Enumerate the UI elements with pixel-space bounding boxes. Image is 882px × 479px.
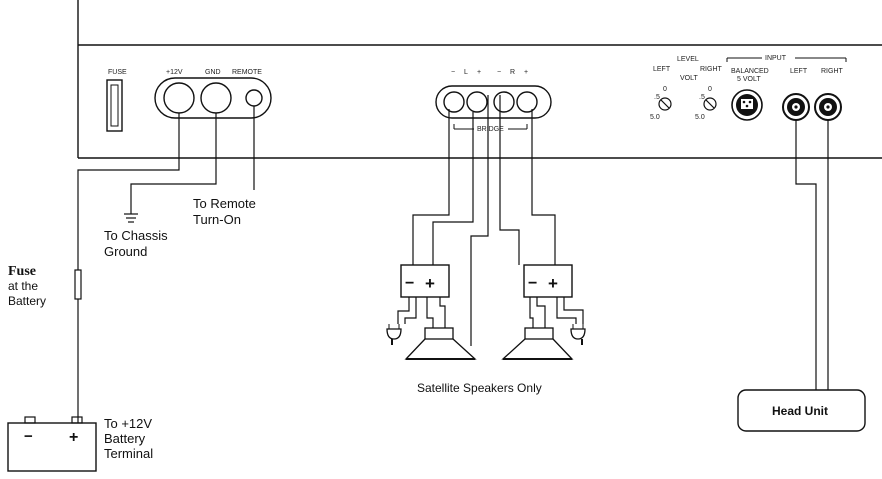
fuse-title: Fuse [8,264,36,279]
power-12v-terminal [163,82,195,114]
speaker-wiring [412,95,556,346]
remote-terminal [245,89,263,107]
chassis-ground-line2: Ground [104,244,147,259]
knob-left-mark-mid: .5 [654,94,660,101]
terminal-label-right: R [510,69,515,76]
crossover-left-plus-icon: + [425,274,435,293]
speaker-terminal-block: − L + − R + BRIDGE [435,69,552,133]
input-wiring [795,120,829,390]
crossover-left-minus-icon: − [405,275,414,292]
battery-line1: To +12V [104,416,152,431]
bridge-label: BRIDGE [477,126,504,133]
speaker-terminal-left-neg [443,91,465,113]
terminal-label-right-neg: − [497,69,501,76]
fuse-line2: at the [8,279,38,293]
input-right-label: RIGHT [821,68,844,75]
head-unit-label: Head Unit [772,404,828,418]
balanced-input-connector[interactable] [731,89,763,121]
speaker-terminal-right-neg [493,91,515,113]
tweeter-right-icon [570,324,586,345]
rca-input-left[interactable] [782,93,810,121]
fuse-annotation: Fuse at the Battery [8,264,46,308]
level-right-label: RIGHT [700,66,723,73]
terminal-label-left-pos: + [477,69,481,76]
remote-label: REMOTE [232,69,262,76]
head-unit: Head Unit [737,389,866,432]
gnd-terminal [200,82,232,114]
level-controls: LEVEL LEFT RIGHT VOLT 0 .5 5.0 0 .5 5.0 [650,56,723,121]
power-terminal-block: +12V GND REMOTE [154,69,272,119]
battery-line3: Terminal [104,446,153,461]
terminal-label-right-pos: + [524,69,528,76]
speaker-terminal-right-pos [516,91,538,113]
terminal-label-left: L [464,69,468,76]
remote-turnon-line1: To Remote [193,196,256,211]
tweeter-left-icon [386,324,402,345]
balanced-sub-label: 5 VOLT [737,76,761,83]
knob-right-mark-mid: .5 [699,94,705,101]
knob-left-mark-bottom: 5.0 [650,114,660,121]
fuse-holder: FUSE [106,69,127,132]
crossover-left: − + [397,264,450,328]
fuse-panel-label: FUSE [108,69,127,76]
battery-minus-icon: − [24,428,33,445]
level-knob-right[interactable]: 0 .5 5.0 [695,86,717,121]
battery: − + [7,416,97,472]
remote-turnon-annotation: To Remote Turn-On [193,196,256,227]
ground-symbol-icon [124,213,138,223]
crossover-right: − + [523,264,584,328]
power-12v-label: +12V [166,69,183,76]
crossover-right-minus-icon: − [528,275,537,292]
terminal-label-left-neg: − [451,69,455,76]
speaker-terminal-left-pos [466,91,488,113]
level-left-label: LEFT [653,66,671,73]
input-section: INPUT BALANCED 5 VOLT LEFT RIGHT [726,55,847,121]
crossover-right-plus-icon: + [548,274,558,293]
amplifier-chassis [77,0,882,159]
chassis-ground-annotation: To Chassis Ground [104,228,168,259]
woofer-left-icon [404,327,477,360]
bridge-bracket: BRIDGE [453,124,528,133]
inline-fuse-symbol [74,269,82,300]
chassis-ground-line1: To Chassis [104,228,168,243]
knob-left-mark-top: 0 [663,86,667,93]
rca-input-right[interactable] [814,93,842,121]
volt-label: VOLT [680,75,698,82]
input-label: INPUT [765,55,787,62]
power-wiring [77,106,255,423]
battery-annotation: To +12V Battery Terminal [104,416,153,461]
level-label: LEVEL [677,56,699,63]
battery-plus-icon: + [69,429,78,446]
gnd-label: GND [205,69,221,76]
satellite-speakers-caption: Satellite Speakers Only [417,381,542,395]
battery-line2: Battery [104,431,146,446]
level-knob-left[interactable]: 0 .5 5.0 [650,86,672,121]
knob-right-mark-top: 0 [708,86,712,93]
fuse-line3: Battery [8,294,46,308]
balanced-label: BALANCED [731,68,769,75]
knob-right-mark-bottom: 5.0 [695,114,705,121]
input-left-label: LEFT [790,68,808,75]
remote-turnon-line2: Turn-On [193,212,241,227]
woofer-right-icon [501,327,574,360]
